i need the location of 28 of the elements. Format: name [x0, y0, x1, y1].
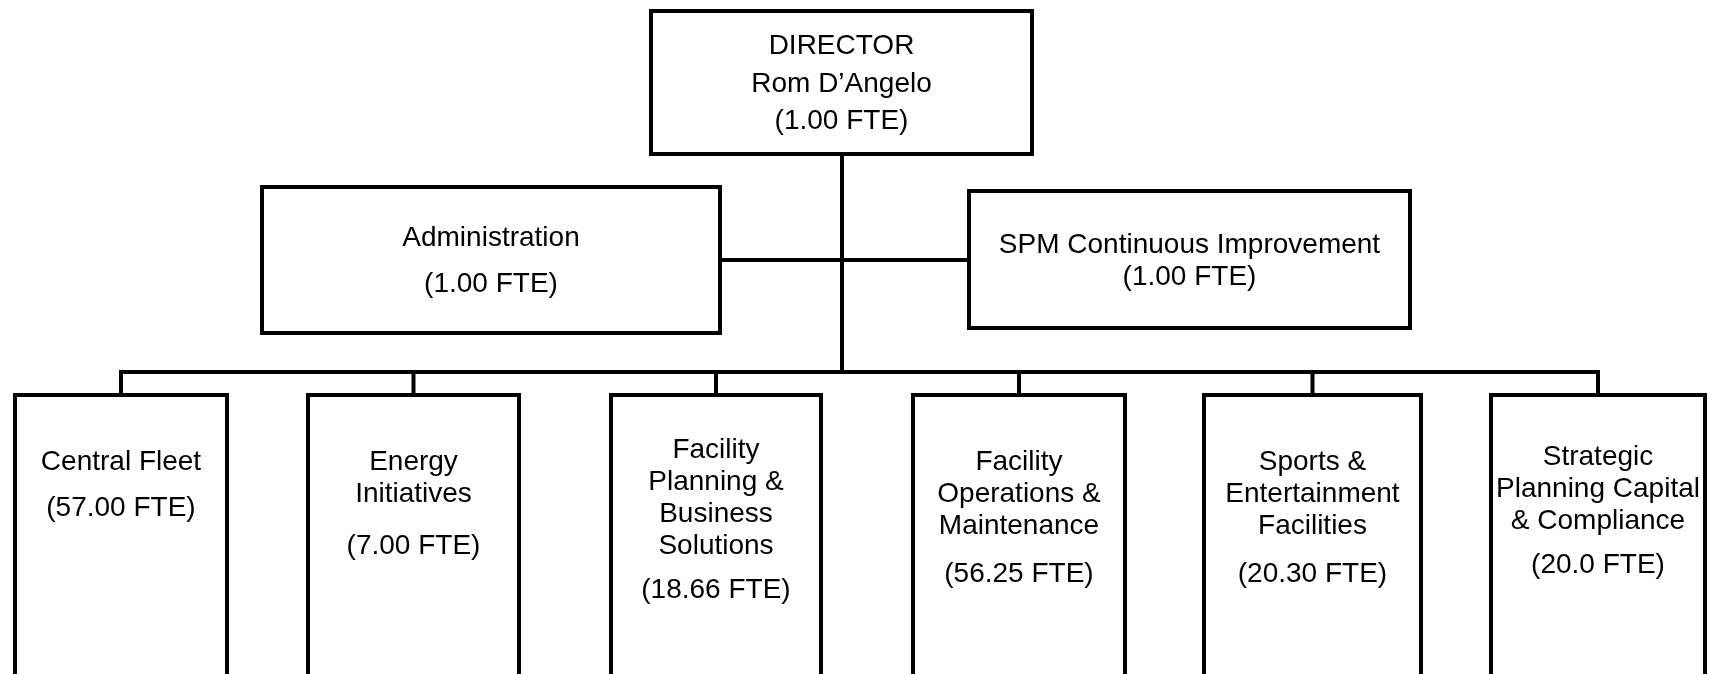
org-box	[306, 393, 521, 674]
unit-detail: Rom D’Angelo	[751, 66, 932, 99]
unit-detail: (20.30 FTE)	[1237, 556, 1388, 589]
unit-title: Strategic Planning Capital & Compliance	[1495, 440, 1701, 536]
unit-detail: (20.0 FTE)	[1531, 547, 1665, 580]
unit-title: SPM Continuous Improvement	[998, 227, 1381, 260]
unit-detail: (7.00 FTE)	[346, 528, 481, 561]
unit-detail: (1.00 FTE)	[1122, 259, 1257, 292]
unit-title: Facility Operations & Maintenance	[936, 445, 1102, 541]
unit-title: Energy Initiatives	[354, 445, 473, 509]
org-box	[911, 393, 1127, 674]
unit-detail: (1.00 FTE)	[774, 104, 909, 137]
org-box	[13, 393, 229, 674]
unit-detail: (56.25 FTE)	[944, 556, 1094, 589]
org-box	[609, 393, 823, 674]
org-box	[649, 9, 1034, 156]
unit-title: Central Fleet	[40, 445, 202, 477]
unit-detail: (1.00 FTE)	[424, 267, 558, 299]
org-box	[967, 189, 1412, 330]
org-box	[1202, 393, 1423, 674]
org-box	[1489, 393, 1707, 674]
unit-detail: (57.00 FTE)	[46, 490, 196, 523]
unit-detail: (18.66 FTE)	[641, 572, 791, 605]
unit-title: Administration	[402, 221, 580, 253]
unit-title: DIRECTOR	[768, 28, 915, 61]
org-box	[260, 185, 722, 335]
unit-title: Sports & Entertainment Facilities	[1224, 445, 1401, 541]
unit-title: Facility Planning & Business Solutions	[647, 433, 785, 561]
